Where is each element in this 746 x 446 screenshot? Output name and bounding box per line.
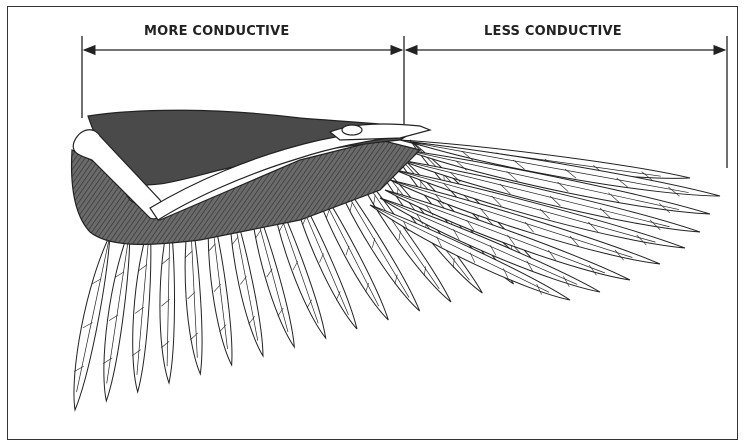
- less-conductive-label: LESS CONDUCTIVE: [480, 24, 626, 39]
- primary-feathers: [370, 140, 720, 300]
- joint: [342, 125, 362, 135]
- more-conductive-label: MORE CONDUCTIVE: [140, 24, 293, 39]
- wing-arm: [72, 110, 430, 244]
